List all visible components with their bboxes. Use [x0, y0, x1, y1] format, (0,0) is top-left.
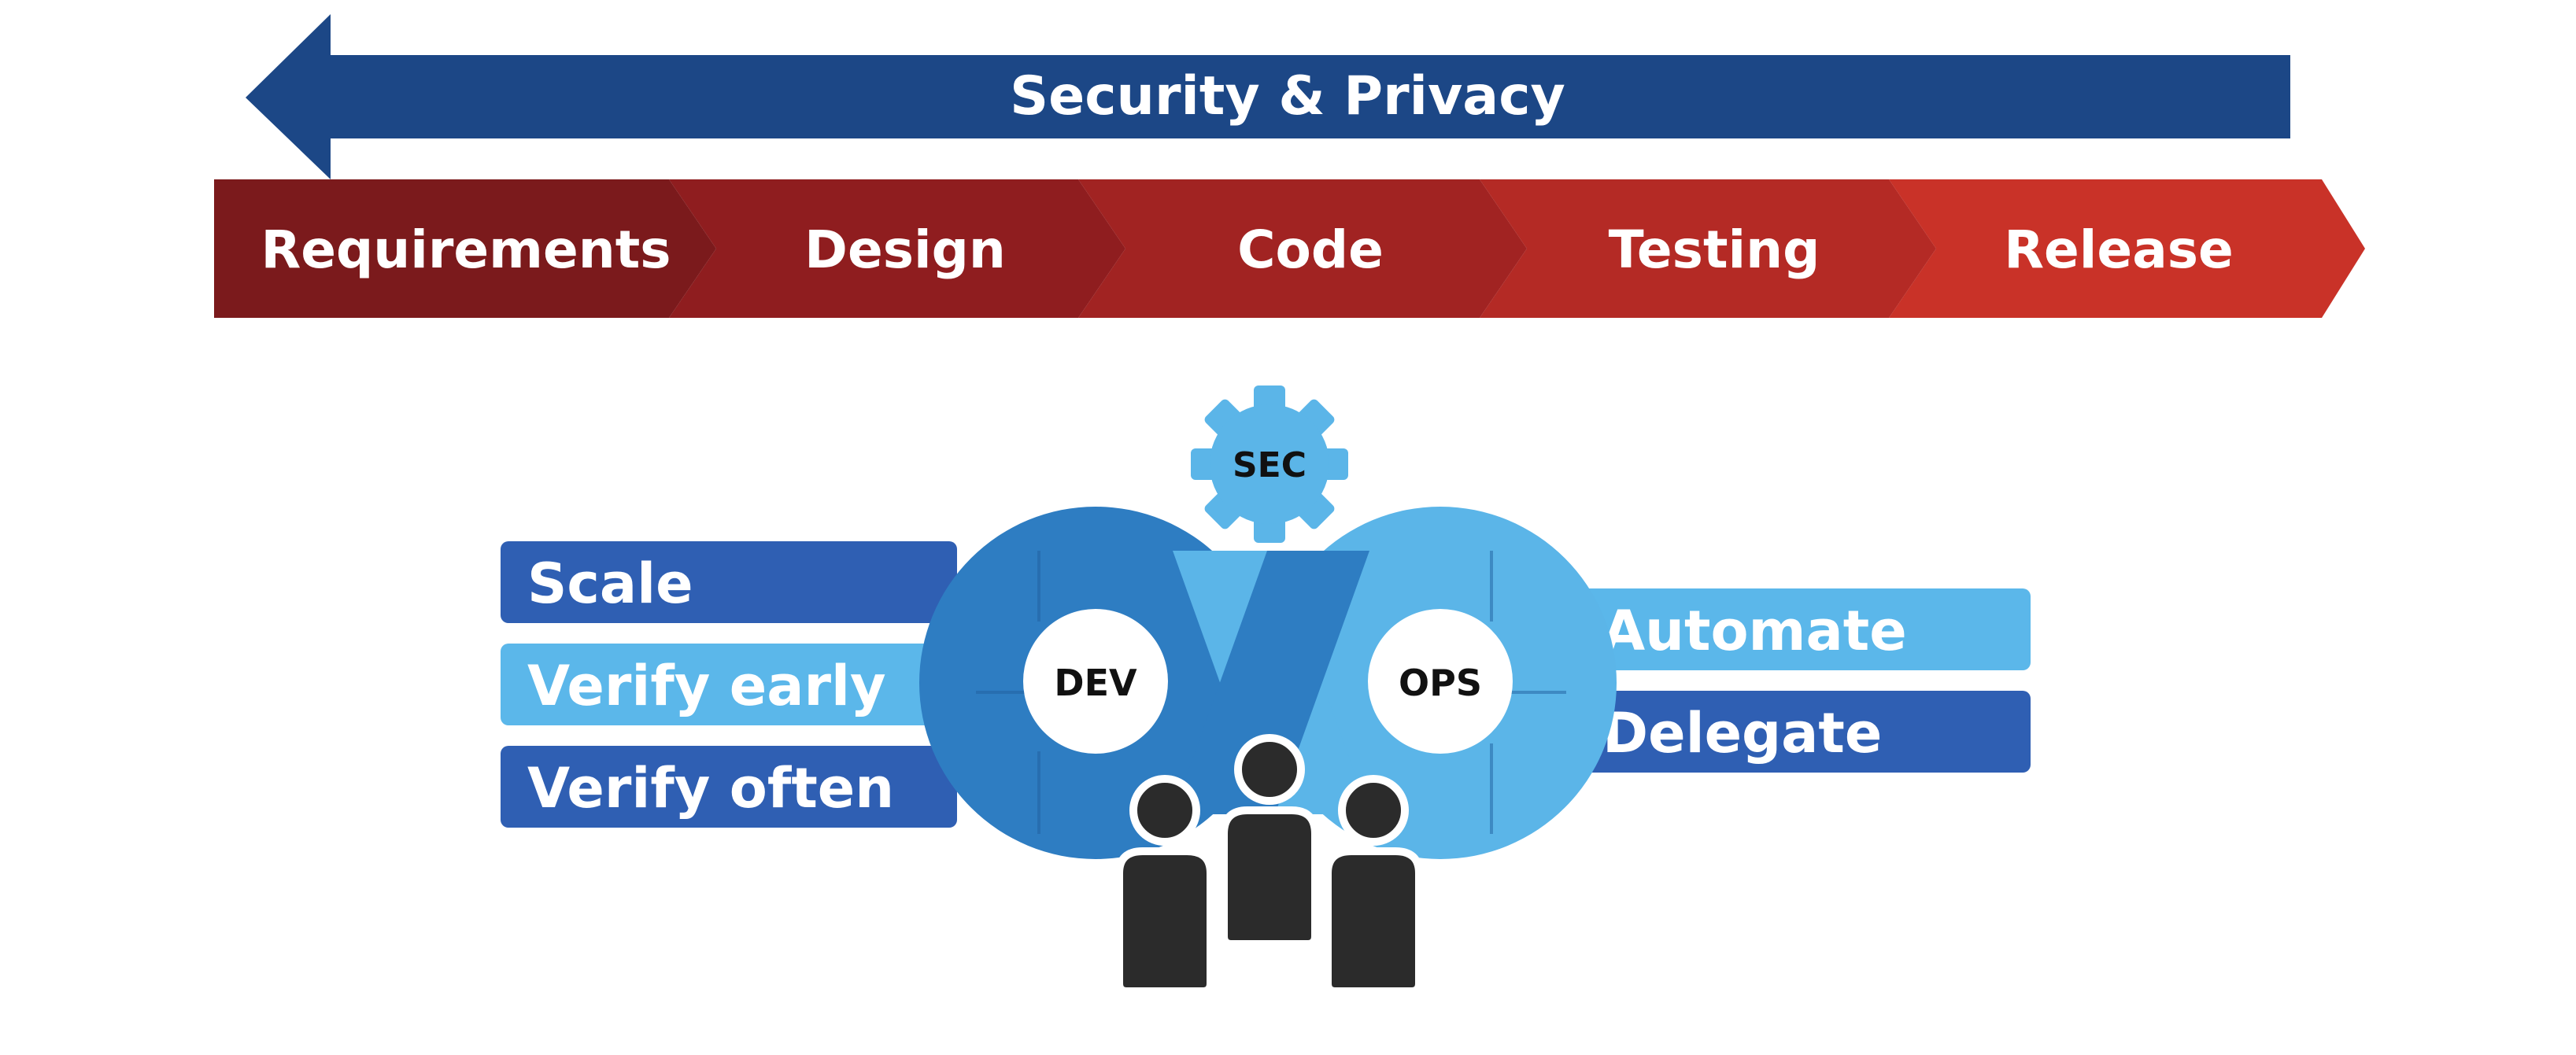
right-box-group: Automate Delegate — [1566, 588, 2031, 773]
left-box-label: Verify early — [527, 654, 886, 718]
phase-chevron-code — [1078, 179, 1527, 318]
dev-label: DEV — [1054, 662, 1137, 704]
phase-label: Release — [2004, 219, 2234, 280]
ops-hole — [1368, 609, 1513, 754]
phase-label: Requirements — [261, 219, 671, 280]
phase-chevron-testing — [1480, 179, 1936, 318]
phase-label: Testing — [1609, 219, 1820, 280]
left-box-verify-early — [501, 644, 957, 725]
right-box-label: Delegate — [1602, 701, 1882, 765]
loop-seams — [976, 551, 1566, 834]
loop-cross-dark — [1173, 551, 1369, 814]
phase-label: Code — [1237, 219, 1384, 280]
phase-chevron-requirements — [214, 179, 716, 318]
left-box-label: Scale — [527, 551, 693, 616]
security-privacy-arrow — [246, 14, 2290, 179]
dev-hole — [1023, 609, 1168, 754]
left-box-label: Verify often — [527, 756, 894, 821]
phase-chevron-design — [669, 179, 1125, 318]
infinity-loop: DEV OPS — [919, 507, 1617, 859]
security-privacy-banner: Security & Privacy — [246, 14, 2290, 179]
security-privacy-label: Security & Privacy — [1010, 65, 1565, 127]
phase-chevron-release — [1889, 179, 2365, 318]
left-box-group: Scale Verify early Verify often — [501, 541, 957, 828]
people-icon — [1115, 734, 1423, 995]
ops-label: OPS — [1399, 662, 1482, 704]
sec-label: SEC — [1233, 445, 1306, 485]
phase-band: Requirements Design Code Testing Release — [214, 179, 2365, 318]
right-box-delegate — [1566, 691, 2031, 773]
phase-label: Design — [804, 219, 1006, 280]
gear-icon: SEC — [1191, 385, 1348, 543]
right-box-automate — [1566, 588, 2031, 670]
left-box-scale — [501, 541, 957, 623]
left-box-verify-often — [501, 746, 957, 828]
right-box-label: Automate — [1602, 599, 1907, 663]
